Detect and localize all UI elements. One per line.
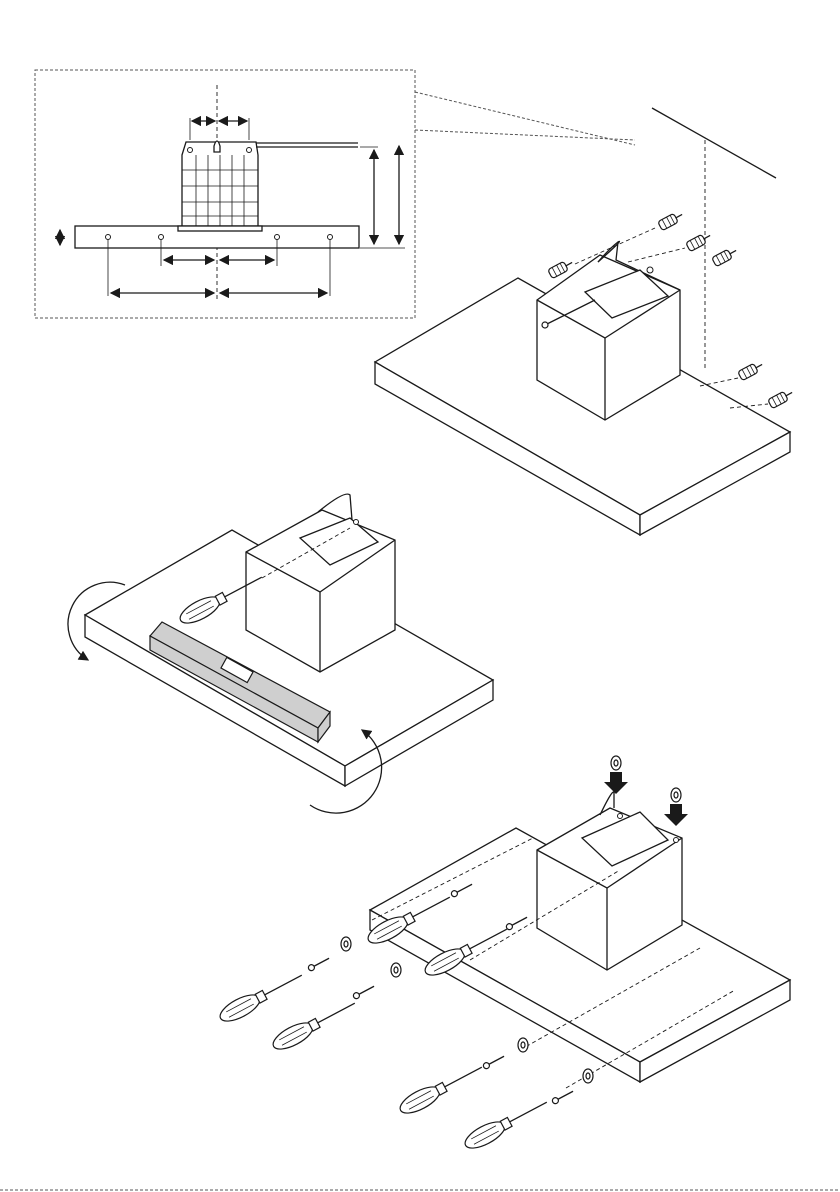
bracket-hole-right xyxy=(247,148,252,153)
detail-dimensions-panel xyxy=(35,70,635,318)
wall-plugs-panel xyxy=(375,108,794,535)
fixing-panel xyxy=(216,756,790,1153)
keyhole-slot xyxy=(214,141,220,152)
bracket-hole-left xyxy=(188,148,193,153)
level-panel xyxy=(68,494,493,813)
callout-line-bottom xyxy=(415,130,635,140)
ceiling-edge xyxy=(652,108,776,178)
down-arrow-2 xyxy=(664,804,688,826)
callout-line-top xyxy=(415,92,635,145)
down-arrow-1 xyxy=(604,772,628,794)
